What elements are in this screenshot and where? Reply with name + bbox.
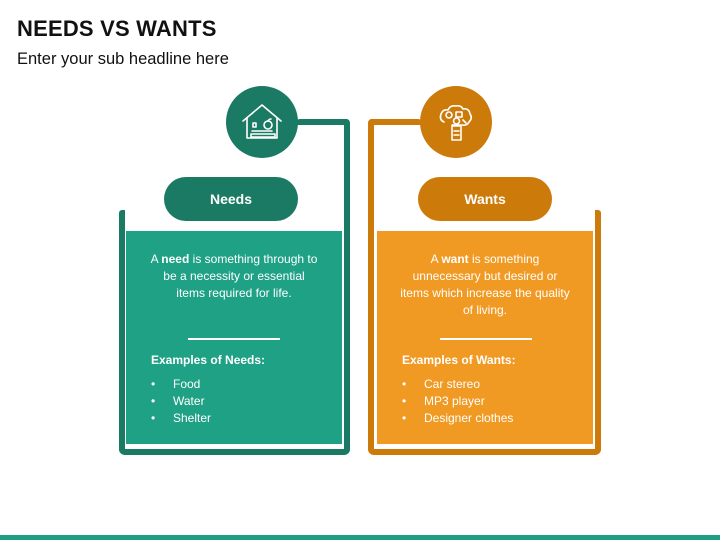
bullet: • (151, 377, 156, 391)
wants-label-pill: Wants (418, 177, 552, 221)
list-item: • Food (151, 376, 211, 393)
page-title: NEEDS VS WANTS (17, 16, 217, 41)
list-item: • Shelter (151, 410, 211, 427)
needs-panel: A need is something through to be a nece… (126, 231, 342, 444)
wants-icon-circle (420, 86, 492, 158)
needs-description: A need is something through to be a nece… (148, 251, 320, 302)
page-subtitle: Enter your sub headline here (17, 50, 229, 68)
wants-example-text: Car stereo (424, 377, 481, 391)
list-item: • MP3 player (402, 393, 513, 410)
list-item: • Water (151, 393, 211, 410)
wants-description: A want is something unnecessary but desi… (399, 251, 571, 319)
needs-examples-list: • Food • Water • Shelter (151, 376, 211, 427)
needs-label-pill: Needs (164, 177, 298, 221)
needs-desc-post: is something through to be a necessity o… (163, 252, 318, 300)
needs-divider (188, 338, 280, 340)
needs-connector (296, 119, 350, 229)
wants-examples-title: Examples of Wants: (402, 353, 516, 367)
wants-label: Wants (464, 191, 506, 207)
wants-desc-pre: A (430, 252, 442, 266)
wants-examples-list: • Car stereo • MP3 player • Designer clothe… (402, 376, 513, 427)
needs-example-text: Shelter (173, 411, 212, 425)
needs-example-text: Water (173, 394, 205, 408)
needs-icon-circle (226, 86, 298, 158)
needs-desc-pre: A (150, 252, 162, 266)
bottom-accent-bar (0, 535, 720, 540)
list-item: • Designer clothes (402, 410, 513, 427)
needs-desc-bold: need (161, 252, 190, 266)
bullet: • (402, 411, 407, 425)
needs-frame (119, 210, 350, 455)
wants-desc-bold: want (441, 252, 469, 266)
needs-label: Needs (209, 191, 253, 207)
bullet: • (151, 411, 156, 425)
wants-divider (440, 338, 532, 340)
needs-example-text: Food (173, 377, 201, 391)
bullet: • (402, 394, 407, 408)
thought-wishes-icon (439, 105, 473, 141)
wants-frame (368, 210, 601, 455)
list-item: • Car stereo (402, 376, 513, 393)
house-health-icon (242, 104, 282, 139)
needs-examples-title: Examples of Needs: (151, 353, 266, 367)
bullet: • (402, 377, 407, 391)
wants-example-text: MP3 player (424, 394, 485, 408)
wants-desc-post: is something unnecessary but desired or … (400, 252, 570, 317)
wants-example-text: Designer clothes (424, 411, 514, 425)
wants-panel: A want is something unnecessary but desi… (377, 231, 593, 444)
bullet: • (151, 394, 156, 408)
wants-connector (368, 119, 422, 229)
